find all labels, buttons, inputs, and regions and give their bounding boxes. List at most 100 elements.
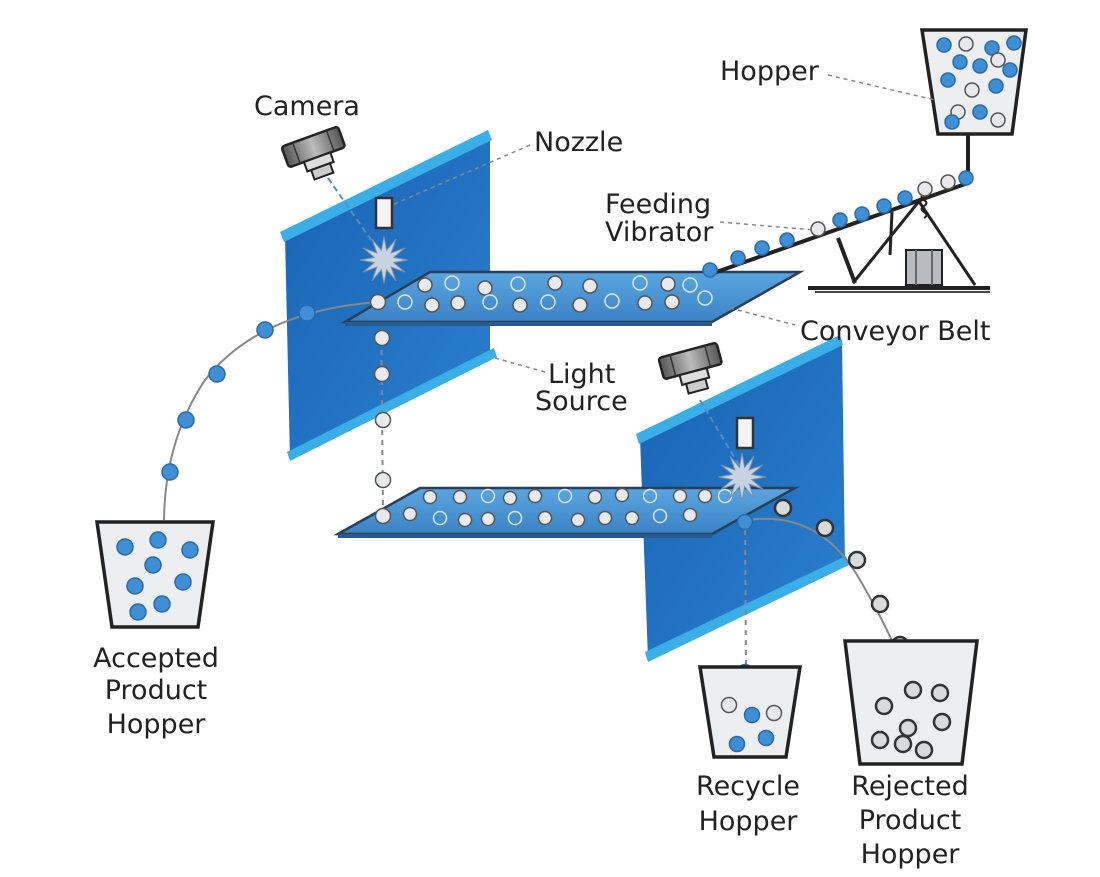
belt-pellet [557,488,573,504]
rejected-pellet [870,594,890,614]
drop-pellet [373,329,391,347]
belt-pellet [604,293,620,309]
accepted-bin-pellet [174,573,192,591]
light-source-leader [494,357,546,373]
feed-hopper-pellet [940,72,956,88]
upper-burst-icon [359,235,409,285]
recycle-hopper-label-line1: Recycle [696,771,800,802]
recycle-bin-pellet [728,735,746,753]
recycle-hopper-label-line2: Hopper [699,806,799,837]
recycle-bin-pellet [757,729,775,747]
feeding-vibrator-label-line2: Vibrator [605,217,714,248]
feed-hopper-pellet [936,37,952,53]
feed-hopper-pellet [990,112,1006,128]
belt-pellet [450,295,466,311]
belt-pellet [637,295,653,311]
bin-pellets [116,531,952,760]
rejected-bin-pellet [932,712,952,732]
hopper-leader [827,74,936,101]
rejected-bin-pellet [870,730,890,750]
feed-hopper-pellet [972,58,988,74]
belt-pellet [480,488,496,504]
lower-camera-icon [657,342,723,395]
ramp-pellet [854,206,870,222]
belt-pellet [424,297,440,313]
feed-hopper-pellet [952,54,968,70]
belt-pellet [632,275,648,291]
leader-lines [391,74,936,373]
ramp-pellet [754,240,770,256]
accepted-pellet [161,463,179,481]
belt-pellet [682,507,698,523]
ramp-pellet [958,170,974,186]
rejected-hopper-label-line1: Rejected [851,771,968,802]
belt-pellet [527,488,543,504]
lower-burst-icon [717,452,767,502]
rejected-bin-pellet [874,696,894,716]
feed-hopper-pellet [988,78,1004,94]
belt-pellet [510,276,526,292]
rejected-pellet [773,498,793,518]
belt-pellet [642,488,658,504]
accepted-bin-pellet [153,595,171,613]
ramp-pellet [940,174,956,190]
rejected-hopper-label-line3: Hopper [861,839,961,870]
belt-pellet [512,297,528,313]
belt-pellet [457,512,473,528]
belt-pellet [540,294,556,310]
recycle-bin-pellet [765,704,783,722]
rejected-bin-pellet [898,718,918,738]
belt-pellet [432,510,448,526]
belt-pellet [597,510,613,526]
accepted-trajectory-pellets [161,304,316,481]
vibrator-motor [905,249,943,286]
nozzle-leader [391,144,531,206]
feed-hopper-pellet [984,40,1000,56]
rejected-hopper-label-line2: Product [859,805,962,836]
belt-pellet [582,278,598,294]
belt-pellet [452,489,468,505]
ramp-pellet [832,212,848,228]
conveyor-belt-leader [729,307,796,326]
belt-pellet [502,490,518,506]
belt-pellet [682,277,698,293]
belt-pellet [624,510,640,526]
belt-pellet [672,488,688,504]
feed-hopper-pellet [1002,62,1018,78]
lower-camera-beam [699,399,746,476]
feed-hopper-pellet [972,104,988,120]
accepted-hopper-label-line2: Product [105,675,208,706]
belt-pellet [570,512,586,528]
belt-pellet [444,275,460,291]
drop-pellet [374,411,392,429]
feeding-vibrator-leader [719,221,816,231]
accepted-bin-pellet [126,577,144,595]
upper-camera-icon [280,125,346,181]
rejected-bin-pellet [914,740,934,760]
drop-pellets [369,293,754,681]
belt-pellet [660,276,676,292]
belt-pellets [397,275,733,528]
feed-hopper-pellet [1006,35,1022,51]
ramp-pellet [810,221,826,237]
belt-pellet [537,510,553,526]
lower-nozzle-icon [735,416,755,450]
rejected-bin-pellet [893,734,913,754]
accepted-pellet [177,411,195,429]
feed-hopper-pellet [958,36,974,52]
upper-nozzle-icon [374,196,394,230]
ramp-pellets [702,170,974,278]
belt-pellet [480,511,496,527]
belt-pellet [652,508,668,524]
recycle-bin-pellet [720,696,738,714]
drop-pellet [373,365,391,383]
conveyor-belt-label: Conveyor Belt [800,316,990,347]
belt-pellet [572,297,588,313]
ramp-pellet [779,232,795,248]
belt-pellet [402,506,418,522]
feeding-vibrator-label-line1: Feeding [605,189,711,220]
belt-pellet [507,510,523,526]
accepted-pellet [256,321,274,339]
light-source-label-line1: Light [548,359,615,390]
